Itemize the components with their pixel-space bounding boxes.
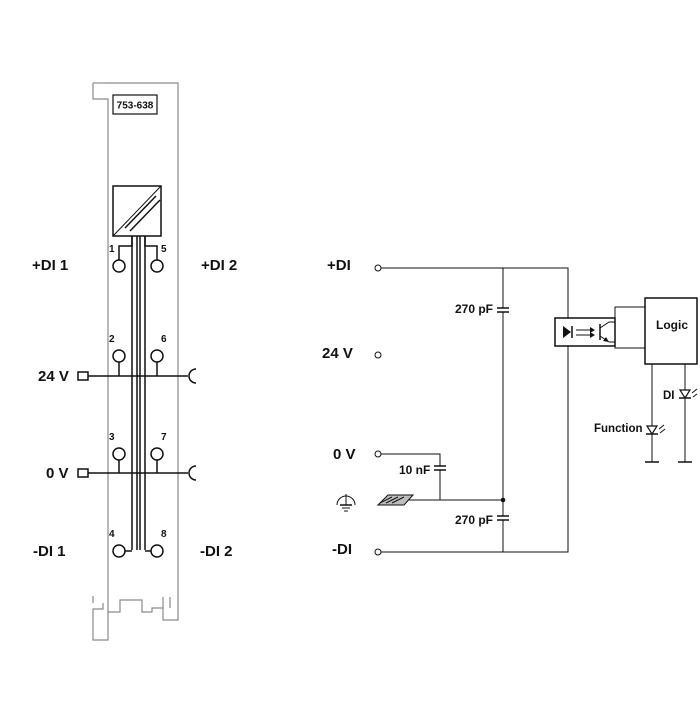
wire-opto-logic-bottom xyxy=(609,341,645,349)
wire-0v xyxy=(381,453,441,466)
converter-diagonal xyxy=(112,185,162,237)
label-di-minus: -DI xyxy=(332,541,352,558)
function-led-icon xyxy=(645,424,666,436)
terminal-6-clamp xyxy=(150,349,164,363)
ground-icon xyxy=(336,494,356,512)
label-24v: 24 V xyxy=(38,368,69,385)
terminal-2-clamp xyxy=(112,349,126,363)
part-number-box xyxy=(112,94,158,115)
cap-top-label: 270 pF xyxy=(455,302,493,316)
terminal-number-2: 2 xyxy=(109,334,115,345)
module-housing xyxy=(92,82,179,641)
bus-24v-connector-in xyxy=(77,371,89,381)
stem-5 xyxy=(144,236,158,260)
wire-di-minus xyxy=(381,346,569,553)
converter-symbol-a xyxy=(124,195,157,229)
bus-0v-connector-out xyxy=(188,465,197,481)
label-di2-plus: +DI 2 xyxy=(201,257,237,274)
terminal-number-8: 8 xyxy=(161,529,167,540)
wire-opto-logic-top xyxy=(614,306,645,322)
converter-symbol-b xyxy=(129,199,161,232)
label-di1-minus: -DI 1 xyxy=(33,543,66,560)
terminal-8-clamp xyxy=(150,544,164,558)
terminal-0v xyxy=(374,450,382,458)
terminal-number-5: 5 xyxy=(161,244,167,255)
module-bottom-notch xyxy=(92,596,171,608)
input-schematic: +DI 24 V 0 V -DI 270 pF 10 nF 270 pF xyxy=(322,257,698,558)
terminal-number-6: 6 xyxy=(161,334,167,345)
terminal-1-clamp xyxy=(112,259,126,273)
bus-0v-connector-in xyxy=(77,468,89,478)
terminal-di-minus xyxy=(374,548,382,556)
optocoupler-led-icon xyxy=(563,326,595,338)
label-24v-right: 24 V xyxy=(322,345,353,362)
bus-24v-connector-out xyxy=(188,368,197,384)
terminal-4-clamp xyxy=(112,544,126,558)
di-led-icon xyxy=(678,388,698,400)
part-number: 753-638 xyxy=(117,101,154,112)
di-led-label: DI xyxy=(663,390,675,402)
phototransistor-icon xyxy=(599,321,615,343)
terminal-number-4: 4 xyxy=(109,529,115,540)
stem-1 xyxy=(118,236,133,260)
terminal-di-plus xyxy=(374,264,382,272)
din-rail-contact-icon xyxy=(376,494,415,506)
terminal-5-clamp xyxy=(150,259,164,273)
terminal-24v xyxy=(374,351,382,359)
cap-mid-label: 10 nF xyxy=(399,463,430,477)
label-0v-right: 0 V xyxy=(333,446,356,463)
label-di-plus: +DI xyxy=(327,257,351,274)
terminal-number-3: 3 xyxy=(109,432,115,443)
terminal-module: 753-638 xyxy=(32,82,237,641)
terminal-3-clamp xyxy=(112,447,126,461)
terminal-7-clamp xyxy=(150,447,164,461)
logic-block xyxy=(644,297,698,365)
label-di2-minus: -DI 2 xyxy=(200,543,233,560)
terminal-number-1: 1 xyxy=(109,244,115,255)
logic-label: Logic xyxy=(656,318,688,332)
label-di1-plus: +DI 1 xyxy=(32,257,68,274)
label-0v: 0 V xyxy=(46,465,69,482)
terminal-number-7: 7 xyxy=(161,432,167,443)
cap-bottom-label: 270 pF xyxy=(455,513,493,527)
function-led-label: Function xyxy=(594,423,643,435)
wire-di-plus xyxy=(381,267,569,318)
